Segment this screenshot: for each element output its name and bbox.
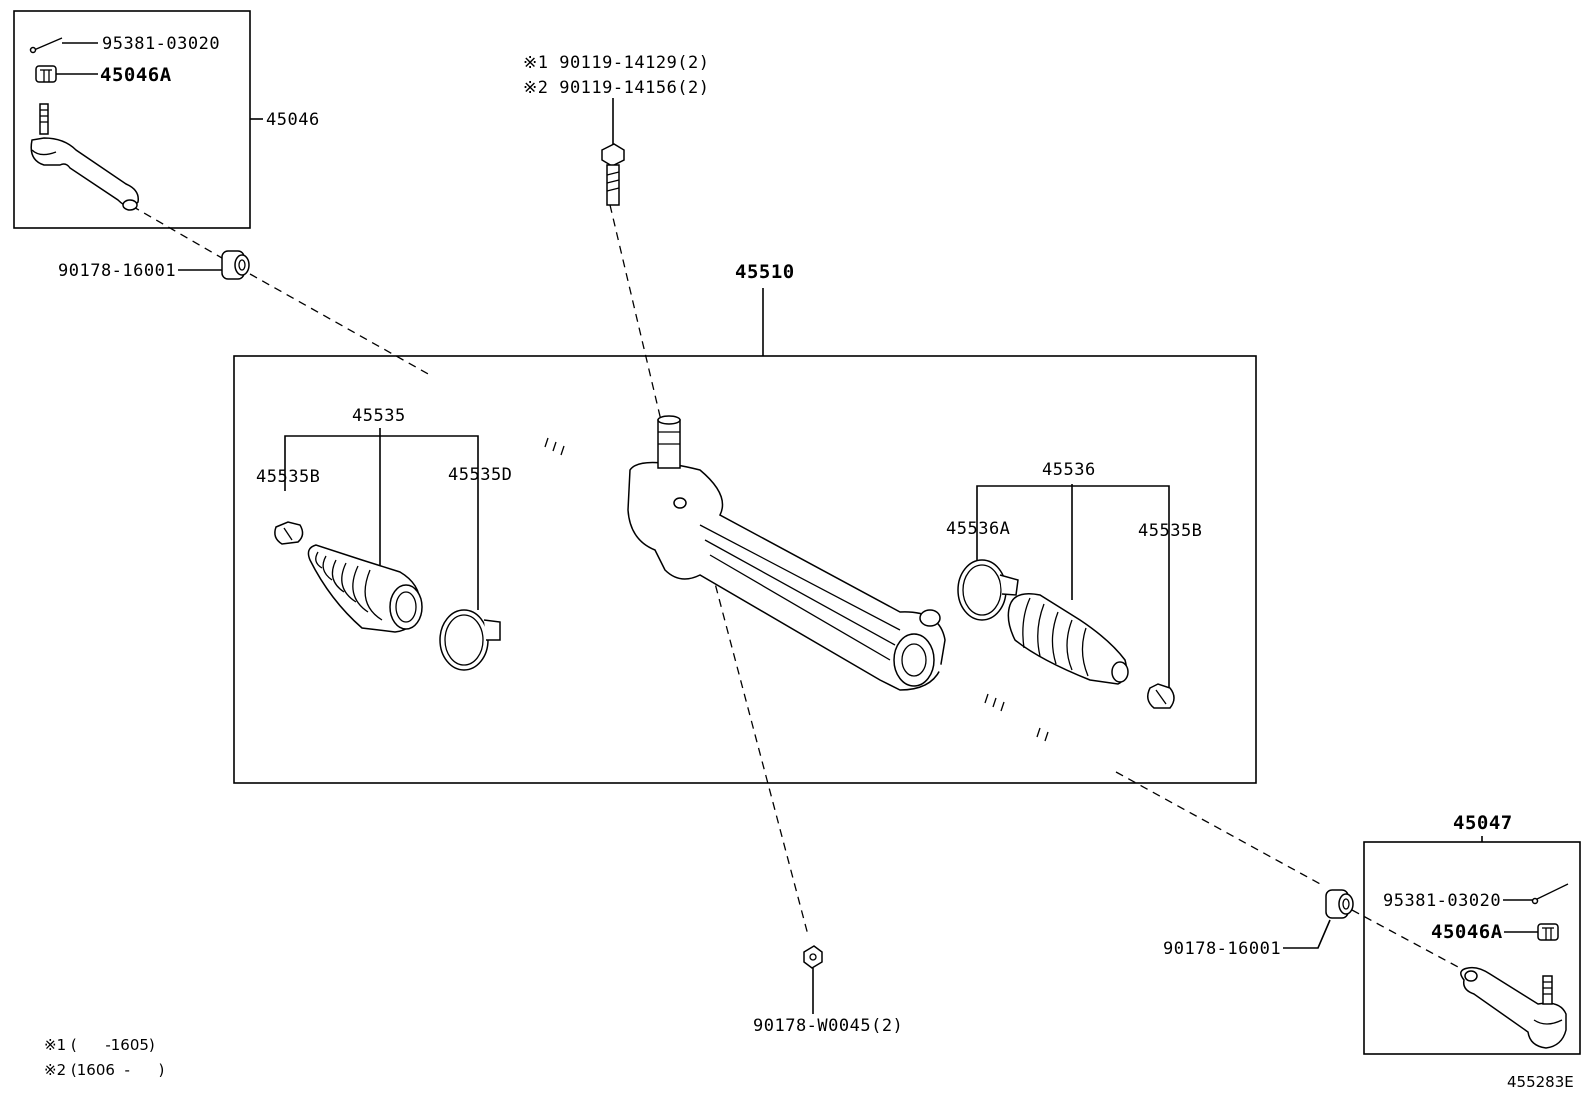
label-tie-rod-end-left: 45046 — [266, 110, 320, 130]
alignment-lines — [131, 204, 1461, 969]
label-clip-left: 45535B — [256, 467, 320, 487]
clip-right-icon — [1147, 683, 1175, 709]
boot-right-icon — [1007, 593, 1129, 685]
label-boot-kit-right: 45536 — [1042, 460, 1096, 480]
label-bolt-note1: ※1 90119-14129(2) — [523, 53, 710, 73]
bushing-right-icon — [1325, 889, 1354, 919]
label-bushing-right: 90178-16001 — [1163, 939, 1281, 959]
label-nut-left: 45046A — [100, 64, 172, 86]
clip-left-icon — [274, 521, 304, 545]
label-tie-rod-end-right: 45047 — [1453, 812, 1513, 834]
label-clamp-right: 45536A — [946, 519, 1010, 539]
cotter-pin-left — [29, 37, 63, 54]
tie-rod-end-left-icon — [30, 103, 139, 211]
legend-note2: ※2 (1606 - ) — [44, 1061, 164, 1079]
clamp-left-icon — [439, 609, 501, 671]
cotter-pin-right-icon — [1531, 883, 1569, 905]
bushing-left-icon — [221, 250, 250, 280]
boot-left-icon — [307, 544, 423, 633]
steering-rack-icon — [496, 415, 1064, 744]
label-bolt-note2: ※2 90119-14156(2) — [523, 78, 710, 98]
nut-bottom-icon — [803, 945, 823, 969]
label-gear-assembly: 45510 — [735, 261, 795, 283]
gear-assembly-box — [233, 355, 1257, 784]
legend-note1: ※1 ( -1605) — [44, 1036, 155, 1054]
nut-right-icon — [1537, 923, 1559, 941]
label-bushing-left: 90178-16001 — [58, 261, 176, 281]
tie-rod-end-right-box — [1363, 841, 1581, 1055]
label-clamp-left: 45535D — [448, 465, 512, 485]
label-cotter-pin-left: 95381-03020 — [102, 34, 220, 54]
label-nut-right: 45046A — [1431, 921, 1503, 943]
diagram-id: 455283E — [1507, 1073, 1574, 1091]
label-nut-bottom: 90178-W0045(2) — [753, 1016, 903, 1036]
tie-rod-end-right-icon — [1460, 966, 1567, 1049]
label-clip-right: 45535B — [1138, 521, 1202, 541]
nut-left-icon — [35, 65, 57, 83]
label-cotter-pin-right: 95381-03020 — [1383, 891, 1501, 911]
label-boot-kit-left: 45535 — [352, 406, 406, 426]
clamp-right-icon — [957, 559, 1019, 621]
bolt-icon — [601, 143, 625, 206]
